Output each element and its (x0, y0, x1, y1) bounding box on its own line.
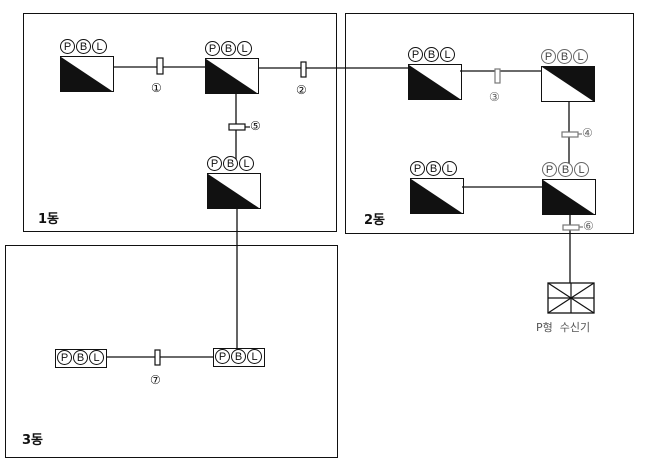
marker-2: ② (296, 83, 307, 97)
indicator-p: P (408, 47, 423, 62)
marker-box-3 (494, 68, 501, 84)
marker-box-1 (156, 57, 164, 75)
marker-5: ⑤ (250, 119, 261, 133)
indicator-p: P (541, 49, 556, 64)
indicator-p: P (60, 39, 75, 54)
pbl-indicators: P B L (207, 156, 255, 173)
marker-7: ⑦ (150, 373, 161, 387)
panel-box (60, 56, 114, 92)
receiver-symbol (547, 282, 595, 314)
indicator-p: P (410, 161, 425, 176)
panel-b2-lower-left: P B L (410, 161, 464, 215)
panel-box (205, 58, 259, 94)
indicator-l: L (573, 49, 588, 64)
indicator-b: B (231, 349, 246, 364)
indicator-b: B (223, 156, 238, 171)
indicator-p: P (207, 156, 222, 171)
pbl-indicators: P B L (408, 47, 456, 64)
pbl-indicators: P B L (60, 39, 108, 56)
indicator-l: L (239, 156, 254, 171)
marker-6: ⑥ (583, 219, 594, 233)
indicator-b: B (76, 39, 91, 54)
marker-4: ④ (582, 126, 593, 140)
zone-label: 3동 (22, 433, 44, 448)
marker-box-2 (300, 61, 307, 78)
pbl-indicators: P B L (55, 349, 107, 368)
zone-building-2: 2동 (345, 13, 634, 234)
indicator-b: B (557, 49, 572, 64)
indicator-p: P (205, 41, 220, 56)
panel-b2-top-right: P B L (541, 49, 595, 103)
indicator-b: B (221, 41, 236, 56)
zone-building-1: 1동 (23, 13, 337, 232)
panel-b3-left: P B L (55, 349, 109, 368)
pbl-indicators: P B L (542, 162, 590, 179)
indicator-b: B (558, 162, 573, 177)
indicator-l: L (247, 349, 262, 364)
panel-b1-left: P B L (60, 39, 114, 93)
indicator-p: P (215, 349, 230, 364)
panel-box (542, 179, 596, 215)
indicator-b: B (424, 47, 439, 62)
indicator-p: P (542, 162, 557, 177)
indicator-l: L (237, 41, 252, 56)
panel-b1-center: P B L (205, 41, 259, 95)
indicator-l: L (440, 47, 455, 62)
panel-b2-top-left: P B L (408, 47, 462, 101)
indicator-l: L (92, 39, 107, 54)
indicator-b: B (426, 161, 441, 176)
pbl-indicators: P B L (205, 41, 253, 58)
marker-3: ③ (489, 90, 500, 104)
indicator-b: B (73, 350, 88, 365)
zone-building-3: 3동 (5, 245, 338, 458)
panel-box (207, 173, 261, 209)
indicator-l: L (574, 162, 589, 177)
zone-label: 2동 (364, 213, 386, 228)
pbl-indicators: P B L (541, 49, 589, 66)
indicator-p: P (57, 350, 72, 365)
panel-b2-lower-right: P B L (542, 162, 596, 216)
marker-1: ① (151, 81, 162, 95)
indicator-l: L (89, 350, 104, 365)
pbl-indicators: P B L (213, 348, 265, 367)
pbl-indicators: P B L (410, 161, 458, 178)
indicator-l: L (442, 161, 457, 176)
marker-box-7 (154, 349, 161, 366)
panel-b1-lower: P B L (207, 156, 261, 210)
panel-box (541, 66, 595, 102)
zone-label: 1동 (38, 212, 60, 227)
panel-box (410, 178, 464, 214)
receiver-label: P형 수신기 (536, 321, 591, 334)
panel-box (408, 64, 462, 100)
panel-b3-right: P B L (213, 348, 267, 367)
